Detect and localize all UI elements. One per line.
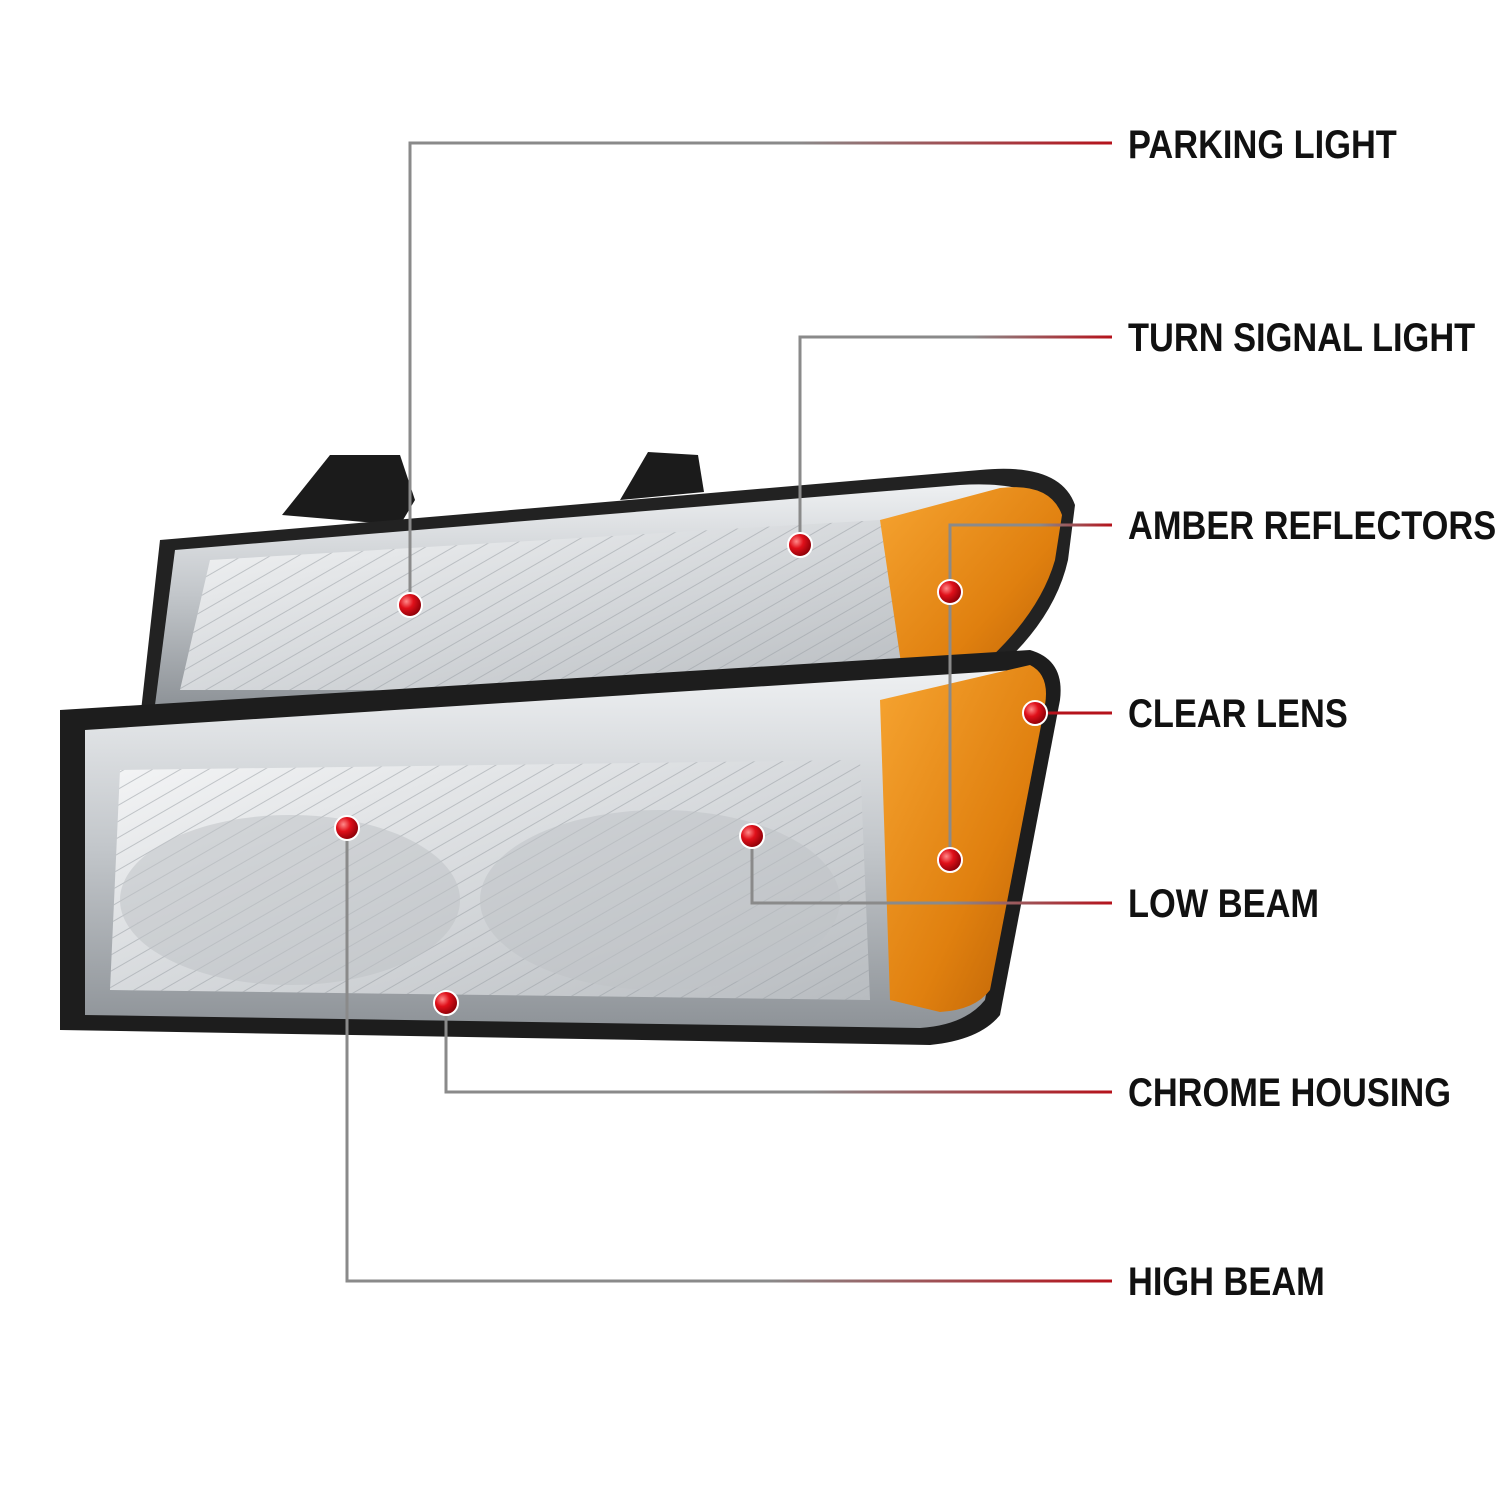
parking-light-lens-ribs xyxy=(180,520,905,690)
leader-line-amber-reflectors xyxy=(948,523,1112,860)
label-high-beam: HIGH BEAM xyxy=(1128,1260,1325,1304)
headlight-assembly xyxy=(60,452,1075,1045)
marker-dot-chrome-housing xyxy=(433,990,459,1016)
marker-dot-turn-signal-light xyxy=(787,532,813,558)
high-beam-reflector xyxy=(120,815,460,985)
label-clear-lens: CLEAR LENS xyxy=(1128,692,1348,736)
leader-line-turn-signal-light xyxy=(798,335,1112,545)
marker-dot-high-beam xyxy=(334,815,360,841)
marker-dot-clear-lens xyxy=(1022,700,1048,726)
mounting-bracket-left xyxy=(282,455,415,525)
leader-line-high-beam xyxy=(345,830,1112,1283)
label-chrome-housing: CHROME HOUSING xyxy=(1128,1071,1451,1115)
upper-amber-reflector xyxy=(880,487,1062,695)
lower-amber-reflector xyxy=(880,665,1046,1012)
marker-dot-amber-reflector-lower xyxy=(937,847,963,873)
leader-line-chrome-housing xyxy=(444,1003,1112,1094)
marker-dot-parking-light xyxy=(397,592,423,618)
label-low-beam: LOW BEAM xyxy=(1128,882,1320,926)
marker-dot-low-beam xyxy=(739,823,765,849)
mounting-bracket-right xyxy=(620,452,704,500)
label-amber-reflectors: AMBER REFLECTORS xyxy=(1128,504,1497,548)
marker-dot-amber-reflector-upper xyxy=(937,579,963,605)
label-turn-signal-light: TURN SIGNAL LIGHT xyxy=(1128,316,1476,360)
marker-dots xyxy=(334,532,1048,1016)
leader-line-parking-light xyxy=(408,141,1112,605)
leader-line-low-beam xyxy=(750,838,1112,905)
leader-lines xyxy=(345,141,1112,1283)
low-beam-reflector xyxy=(480,810,840,990)
label-parking-light: PARKING LIGHT xyxy=(1128,123,1397,167)
